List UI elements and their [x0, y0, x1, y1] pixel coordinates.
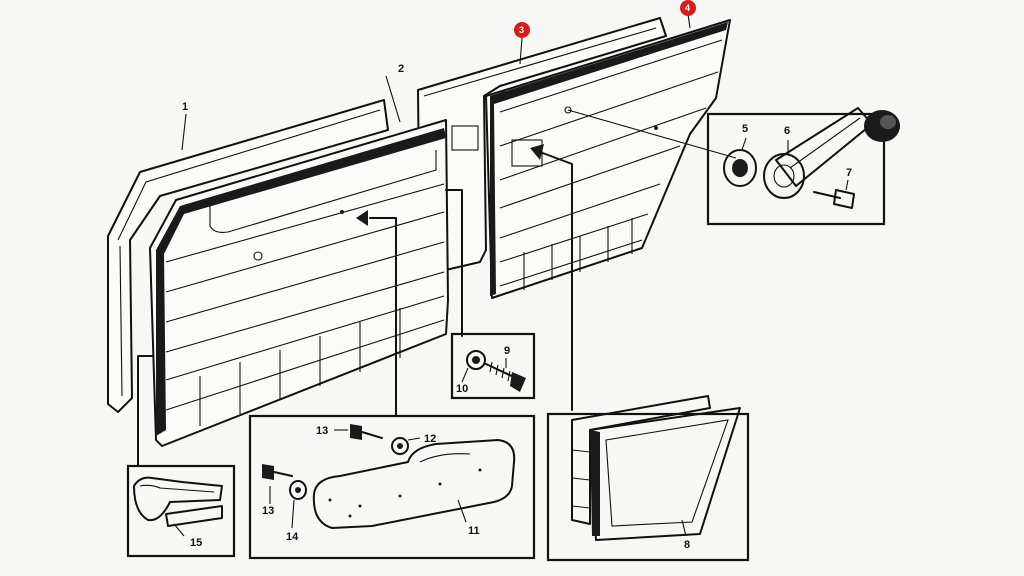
clip-detail-box	[450, 332, 536, 400]
part-14-washer	[289, 480, 307, 500]
callout-3: 3	[519, 25, 524, 35]
callout-6: 6	[784, 125, 790, 137]
callout-1: 1	[182, 101, 188, 113]
callout-9: 9	[504, 345, 510, 357]
pocket-detail-box	[546, 395, 750, 562]
callout-4: 4	[685, 3, 690, 13]
front-trim-panel	[149, 119, 449, 447]
callout-10: 10	[456, 383, 468, 395]
callout-14: 14	[286, 531, 299, 543]
callout-4-marker	[680, 0, 696, 16]
callout-11: 11	[468, 525, 480, 537]
clip-15-detail-box	[126, 464, 236, 558]
label-ticks	[173, 137, 849, 537]
part-5-washer	[723, 149, 757, 187]
part-8-door-pocket	[571, 395, 741, 541]
part-6-window-crank	[763, 107, 900, 199]
part-7-screw	[813, 189, 855, 209]
callout-12: 12	[424, 433, 436, 445]
part-15-trim-clip	[133, 476, 223, 527]
callout-5: 5	[742, 123, 748, 135]
callout-13-upper: 13	[316, 425, 328, 437]
callout-3-marker	[514, 22, 530, 38]
callout-8: 8	[684, 539, 690, 551]
part-13-bolt-upper	[350, 424, 383, 440]
part-12-washer	[391, 437, 409, 455]
callout-7: 7	[846, 167, 852, 179]
callout-13-lower: 13	[262, 505, 274, 517]
callout-15: 15	[190, 537, 202, 549]
crank-detail-box	[706, 107, 900, 226]
callout-2: 2	[398, 63, 404, 75]
part-13-bolt-lower	[262, 464, 293, 480]
part-11-armrest	[312, 439, 516, 529]
part-1-door-liner	[107, 99, 389, 413]
armrest-detail-box	[248, 414, 536, 560]
callout-labels: 1 2 3 4 5 6 7 8 9 10 11 12 13 13 14 15	[182, 0, 852, 551]
